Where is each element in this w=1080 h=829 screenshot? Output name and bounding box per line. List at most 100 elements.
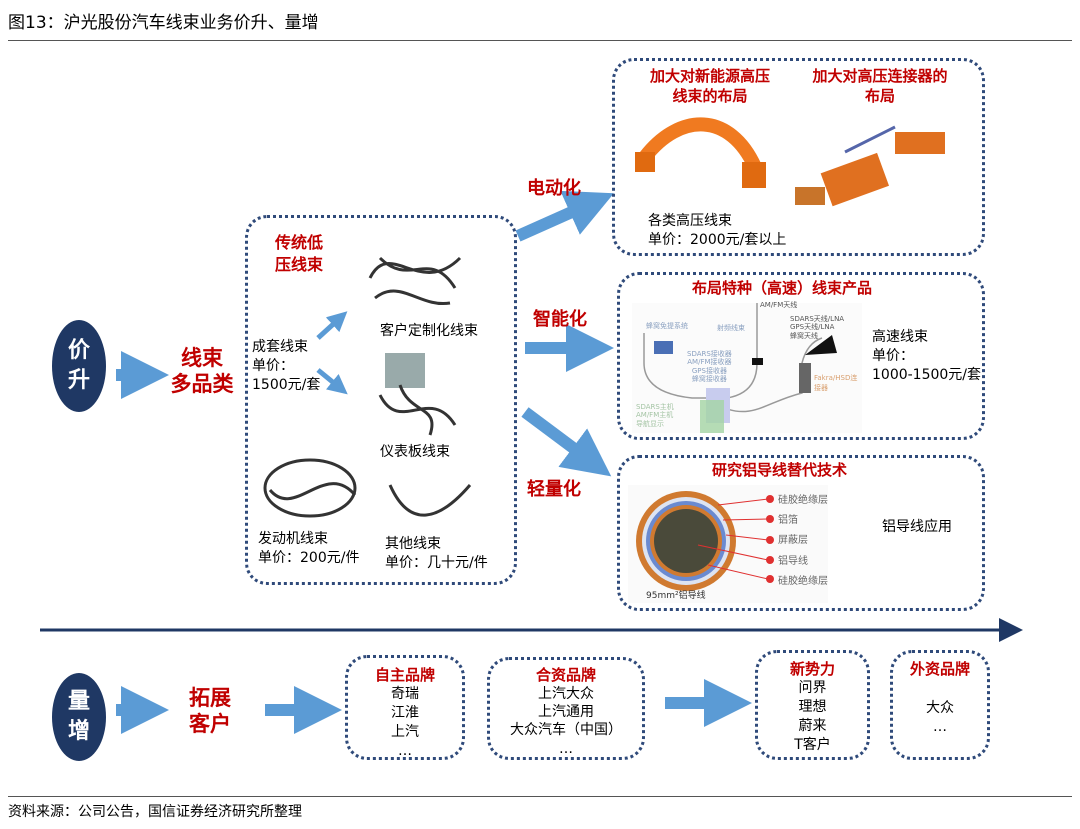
intelligence-label: 智能化 bbox=[533, 309, 587, 330]
category-line: 线束 bbox=[181, 346, 223, 370]
heading-line: 加大对新能源高压 bbox=[649, 67, 770, 85]
heading-line: 加大对高压连接器的 bbox=[812, 67, 948, 85]
hs-heading: 布局特种（高速）线束产品 bbox=[692, 279, 873, 297]
group-title: 外资品牌 bbox=[909, 660, 970, 678]
set-harness-text: 成套线束单价： 1500元/套 bbox=[252, 338, 320, 395]
diagram-label: SDARS主机 bbox=[636, 403, 674, 411]
text-line: 其他线束 bbox=[385, 536, 441, 552]
high-voltage-box bbox=[612, 58, 985, 256]
text-line: 单价：2000元/套以上 bbox=[648, 231, 787, 248]
custom-arrow bbox=[316, 311, 348, 340]
hs-caption: 高速线束单价： 1000-1500元/套 bbox=[872, 328, 981, 385]
diagram-label: SDARS天线/LNA bbox=[790, 315, 845, 323]
text-line: 1000-1500元/套 bbox=[872, 366, 982, 383]
diagram-label: 蜂窝接收器 bbox=[691, 375, 727, 384]
up-char: 升 bbox=[67, 368, 90, 393]
lightweight-label: 轻量化 bbox=[527, 479, 581, 500]
heading-line: 线束的布局 bbox=[672, 87, 748, 106]
custom-harness-photo bbox=[368, 256, 462, 306]
price-up-circle: 价升 bbox=[52, 320, 106, 412]
hv-connector-heading: 加大对高压连接器的布局 bbox=[790, 66, 970, 107]
multi-category-label: 线束多品类 bbox=[162, 345, 242, 398]
group-title: 自主品牌 bbox=[374, 666, 435, 684]
diagram-label: 导航显示 bbox=[636, 419, 664, 428]
al-cable-diagram: 硅胶绝缘层铝箔屏蔽层铝导线硅胶绝缘层 95mm²铝导线 bbox=[628, 485, 828, 603]
diagram-label: 射频线束 bbox=[717, 324, 745, 332]
category-line: 多品类 bbox=[170, 372, 234, 397]
up-char: 增 bbox=[67, 719, 90, 744]
high-speed-box bbox=[617, 272, 985, 440]
heading-line: 布局 bbox=[864, 87, 895, 106]
customer-item: 上汽大众 bbox=[538, 686, 594, 702]
customer-item: … bbox=[559, 740, 573, 757]
hv-harness-photo bbox=[635, 117, 766, 188]
engine-harness-photo bbox=[263, 458, 357, 518]
hv-caption: 各类高压线束单价：2000元/套以上 bbox=[648, 212, 786, 250]
jv-brands-box: 合资品牌上汽大众上汽通用大众汽车（中国）… bbox=[487, 657, 645, 760]
electric-arrow bbox=[515, 190, 614, 242]
customer-item: 上汽 bbox=[391, 723, 419, 740]
aluminum-box bbox=[617, 455, 985, 611]
text-line: 1500元/套 bbox=[252, 376, 321, 393]
hv-connector-photo bbox=[795, 125, 945, 207]
layer-label: 铝导线 bbox=[778, 555, 808, 567]
cable-size-label: 95mm²铝导线 bbox=[646, 591, 706, 601]
dashboard-arrow bbox=[316, 368, 348, 395]
source-note: 资料来源：公司公告，国信证券经济研究所整理 bbox=[8, 804, 302, 820]
expand-line: 客户 bbox=[189, 712, 231, 737]
text-line: 高速线束 bbox=[872, 329, 928, 345]
customer-item: … bbox=[398, 742, 412, 759]
heading-line: 压线束 bbox=[275, 254, 324, 274]
group-title: 合资品牌 bbox=[535, 666, 596, 684]
customer-item: 奇瑞 bbox=[391, 686, 419, 702]
text-line: 成套线束 bbox=[252, 339, 308, 355]
diagram-label: GPS天线/LNA bbox=[790, 323, 835, 332]
dashboard-harness-photo bbox=[378, 353, 457, 436]
text-line: 单价：200元/件 bbox=[258, 549, 360, 566]
diagram-label: SDARS接收器 bbox=[687, 350, 732, 358]
dashboard-harness-label: 仪表板线束 bbox=[380, 444, 450, 460]
customer-item: 江淮 bbox=[391, 704, 419, 721]
custom-harness-label: 客户定制化线束 bbox=[380, 323, 478, 339]
heading-line: 传统低 bbox=[275, 233, 324, 252]
engine-harness-text: 发动机线束单价：200元/件 bbox=[258, 530, 359, 568]
traditional-harness-box bbox=[245, 215, 517, 585]
electrification-label: 电动化 bbox=[527, 178, 581, 199]
text-line: 单价： bbox=[872, 347, 914, 364]
text-line: 发动机线束 bbox=[258, 531, 328, 547]
diagram-label: 蜂窝免提系统 bbox=[646, 322, 688, 330]
volume-up-circle: 量增 bbox=[52, 673, 106, 761]
group-title: 新势力 bbox=[789, 660, 835, 678]
diagram-label: GPS接收器 bbox=[691, 366, 727, 375]
title-divider bbox=[8, 40, 1072, 41]
customer-item: 理想 bbox=[798, 698, 827, 715]
light-arrow bbox=[521, 407, 612, 477]
expand-customers-label: 拓展客户 bbox=[175, 685, 245, 738]
footer-divider bbox=[8, 796, 1072, 797]
other-harness-photo bbox=[388, 484, 472, 517]
figure-title: 图13：沪光股份汽车线束业务价升、量增 bbox=[8, 13, 319, 33]
foreign-brands-box: 外资品牌大众 … bbox=[890, 650, 990, 760]
text-line: 单价：几十元/件 bbox=[385, 554, 488, 571]
price-char: 价 bbox=[67, 338, 90, 364]
hv-harness-heading: 加大对新能源高压线束的布局 bbox=[625, 66, 795, 107]
other-harness-text: 其他线束单价：几十元/件 bbox=[385, 535, 488, 573]
expand-line: 拓展 bbox=[189, 686, 231, 710]
text-line: 单价： bbox=[252, 357, 294, 374]
volume-char: 量 bbox=[67, 689, 90, 715]
customer-item: 上汽通用 bbox=[538, 704, 594, 721]
customer-item: 问界 bbox=[798, 680, 827, 696]
customer-item: T客户 bbox=[794, 736, 831, 753]
al-heading: 研究铝导线替代技术 bbox=[712, 461, 848, 479]
layer-label: 屏蔽层 bbox=[778, 535, 808, 547]
diagram-label: Fakra/HSD连接器 bbox=[814, 374, 858, 392]
customer-item: 大众汽车（中国） bbox=[510, 722, 622, 739]
customer-item: 大众 bbox=[926, 700, 954, 716]
customer-item: … bbox=[933, 718, 947, 735]
domestic-brands-box: 自主品牌奇瑞江淮上汽 … bbox=[345, 655, 465, 760]
layer-label: 硅胶绝缘层 bbox=[778, 495, 828, 506]
diagram-label: AM/FM主机 bbox=[636, 411, 674, 420]
traditional-heading: 传统低压线束 bbox=[275, 232, 323, 275]
